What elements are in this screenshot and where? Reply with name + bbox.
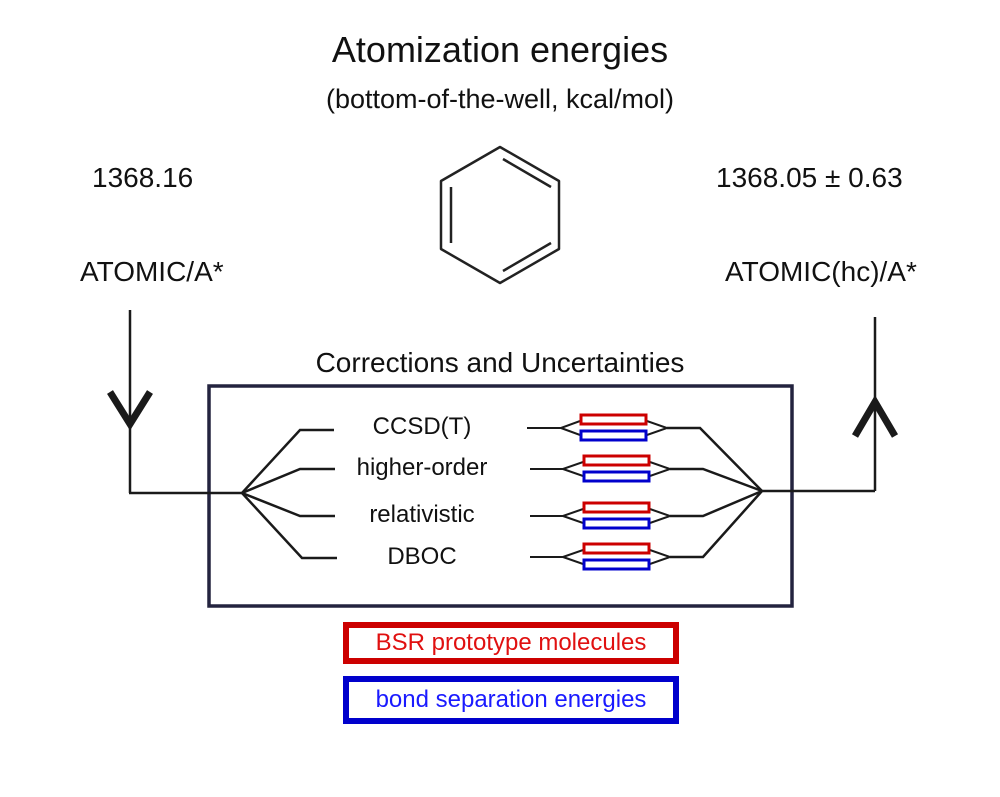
left-fan-connector [241, 428, 337, 560]
uncertainty-pair [527, 413, 671, 442]
bse-uncertainty-bar [582, 470, 651, 483]
diagram-subtitle: (bottom-of-the-well, kcal/mol) [325, 84, 675, 114]
uncertainty-pair [530, 501, 674, 530]
bsr-uncertainty-bar [579, 413, 648, 426]
correction-label-ccsdt: CCSD(T) [372, 413, 472, 440]
left-energy-value: 1368.16 [92, 162, 194, 193]
bse-uncertainty-bar [582, 517, 651, 530]
bsr-uncertainty-bar [582, 454, 651, 467]
bse-uncertainty-bar [579, 429, 648, 442]
uncertainty-pair [530, 454, 674, 483]
legend-label-bsr: BSR prototype molecules [375, 629, 647, 656]
right-method-label: ATOMIC(hc)/A* [725, 256, 917, 287]
legend-bond-separation-energies: bond separation energies [343, 676, 679, 724]
right-energy-value: 1368.05 ± 0.63 [716, 162, 903, 193]
legend-bsr-prototype-molecules: BSR prototype molecules [343, 622, 679, 664]
down-arrow [107, 310, 242, 495]
corrections-box-title: Corrections and Uncertainties [315, 347, 685, 378]
corrections-box [207, 384, 794, 608]
bse-uncertainty-bar [582, 558, 651, 571]
legend-label-bse: bond separation energies [375, 686, 647, 713]
diagram-title: Atomization energies [331, 29, 669, 70]
correction-label-higher-order: higher-order [356, 454, 488, 481]
right-fan-connector [667, 426, 763, 559]
benzene-ring-icon [439, 145, 561, 285]
bsr-uncertainty-bar [582, 501, 651, 514]
bsr-uncertainty-bar [582, 542, 651, 555]
up-arrow [762, 317, 899, 493]
correction-label-dboc: DBOC [387, 543, 457, 570]
correction-label-relativistic: relativistic [369, 501, 475, 528]
uncertainty-pair [530, 542, 674, 571]
left-method-label: ATOMIC/A* [80, 256, 224, 287]
